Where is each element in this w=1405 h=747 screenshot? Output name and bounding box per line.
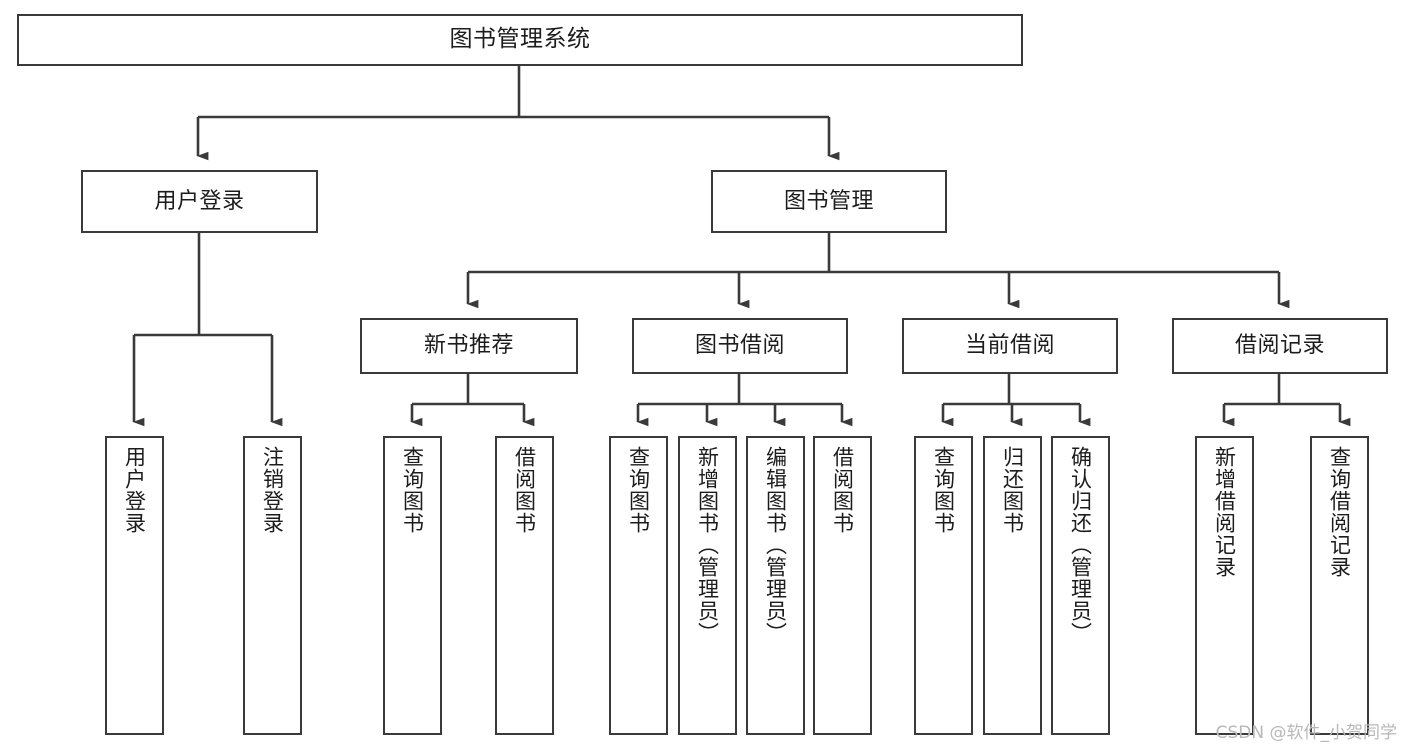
node-label: 查询借阅记录 — [1327, 446, 1352, 578]
node-label: 借阅记录 — [1234, 333, 1325, 359]
node-label: 查询图书 — [400, 446, 425, 534]
leaf-confirm-return-admin[interactable]: 确认归还（管理员） — [1051, 436, 1110, 735]
node-label: 查询图书 — [626, 446, 651, 534]
node-borrow-records[interactable]: 借阅记录 — [1172, 318, 1388, 374]
leaf-borrow-book[interactable]: 借阅图书 — [813, 436, 872, 735]
node-label: 图书管理系统 — [449, 26, 591, 53]
leaf-borrow-book-recommend[interactable]: 借阅图书 — [495, 436, 554, 735]
csdn-watermark: CSDN @软件_小贺同学 — [1215, 723, 1397, 743]
node-root-system[interactable]: 图书管理系统 — [17, 14, 1023, 66]
leaf-query-book-current[interactable]: 查询图书 — [914, 436, 973, 735]
leaf-add-book-admin[interactable]: 新增图书（管理员） — [678, 436, 737, 735]
node-label: 用户登录 — [122, 446, 147, 534]
node-label: 查询图书 — [931, 446, 956, 534]
leaf-query-book-borrow[interactable]: 查询图书 — [609, 436, 668, 735]
node-label: 当前借阅 — [964, 333, 1055, 359]
leaf-query-book-recommend[interactable]: 查询图书 — [383, 436, 442, 735]
node-label: 新增图书（管理员） — [695, 446, 720, 644]
node-label: 借阅图书 — [512, 446, 537, 534]
leaf-user-login[interactable]: 用户登录 — [105, 436, 164, 735]
node-label: 确认归还（管理员） — [1068, 446, 1093, 644]
node-book-borrow[interactable]: 图书借阅 — [632, 318, 848, 374]
leaf-add-borrow-record[interactable]: 新增借阅记录 — [1195, 436, 1254, 735]
node-label: 图书管理 — [783, 188, 874, 214]
node-label: 归还图书 — [1000, 446, 1025, 534]
node-book-management[interactable]: 图书管理 — [711, 170, 947, 233]
node-current-borrow[interactable]: 当前借阅 — [902, 318, 1118, 374]
node-label: 新增借阅记录 — [1212, 446, 1237, 578]
node-label: 用户登录 — [154, 188, 245, 214]
node-label: 注销登录 — [260, 446, 285, 534]
node-label: 编辑图书（管理员） — [763, 446, 788, 644]
node-label: 新书推荐 — [423, 333, 514, 359]
node-new-book-recommend[interactable]: 新书推荐 — [360, 318, 578, 374]
leaf-query-borrow-record[interactable]: 查询借阅记录 — [1310, 436, 1369, 735]
leaf-edit-book-admin[interactable]: 编辑图书（管理员） — [746, 436, 805, 735]
node-label: 图书借阅 — [694, 333, 785, 359]
leaf-logout[interactable]: 注销登录 — [243, 436, 302, 735]
node-user-login[interactable]: 用户登录 — [81, 170, 318, 233]
leaf-return-book[interactable]: 归还图书 — [983, 436, 1042, 735]
node-label: 借阅图书 — [830, 446, 855, 534]
